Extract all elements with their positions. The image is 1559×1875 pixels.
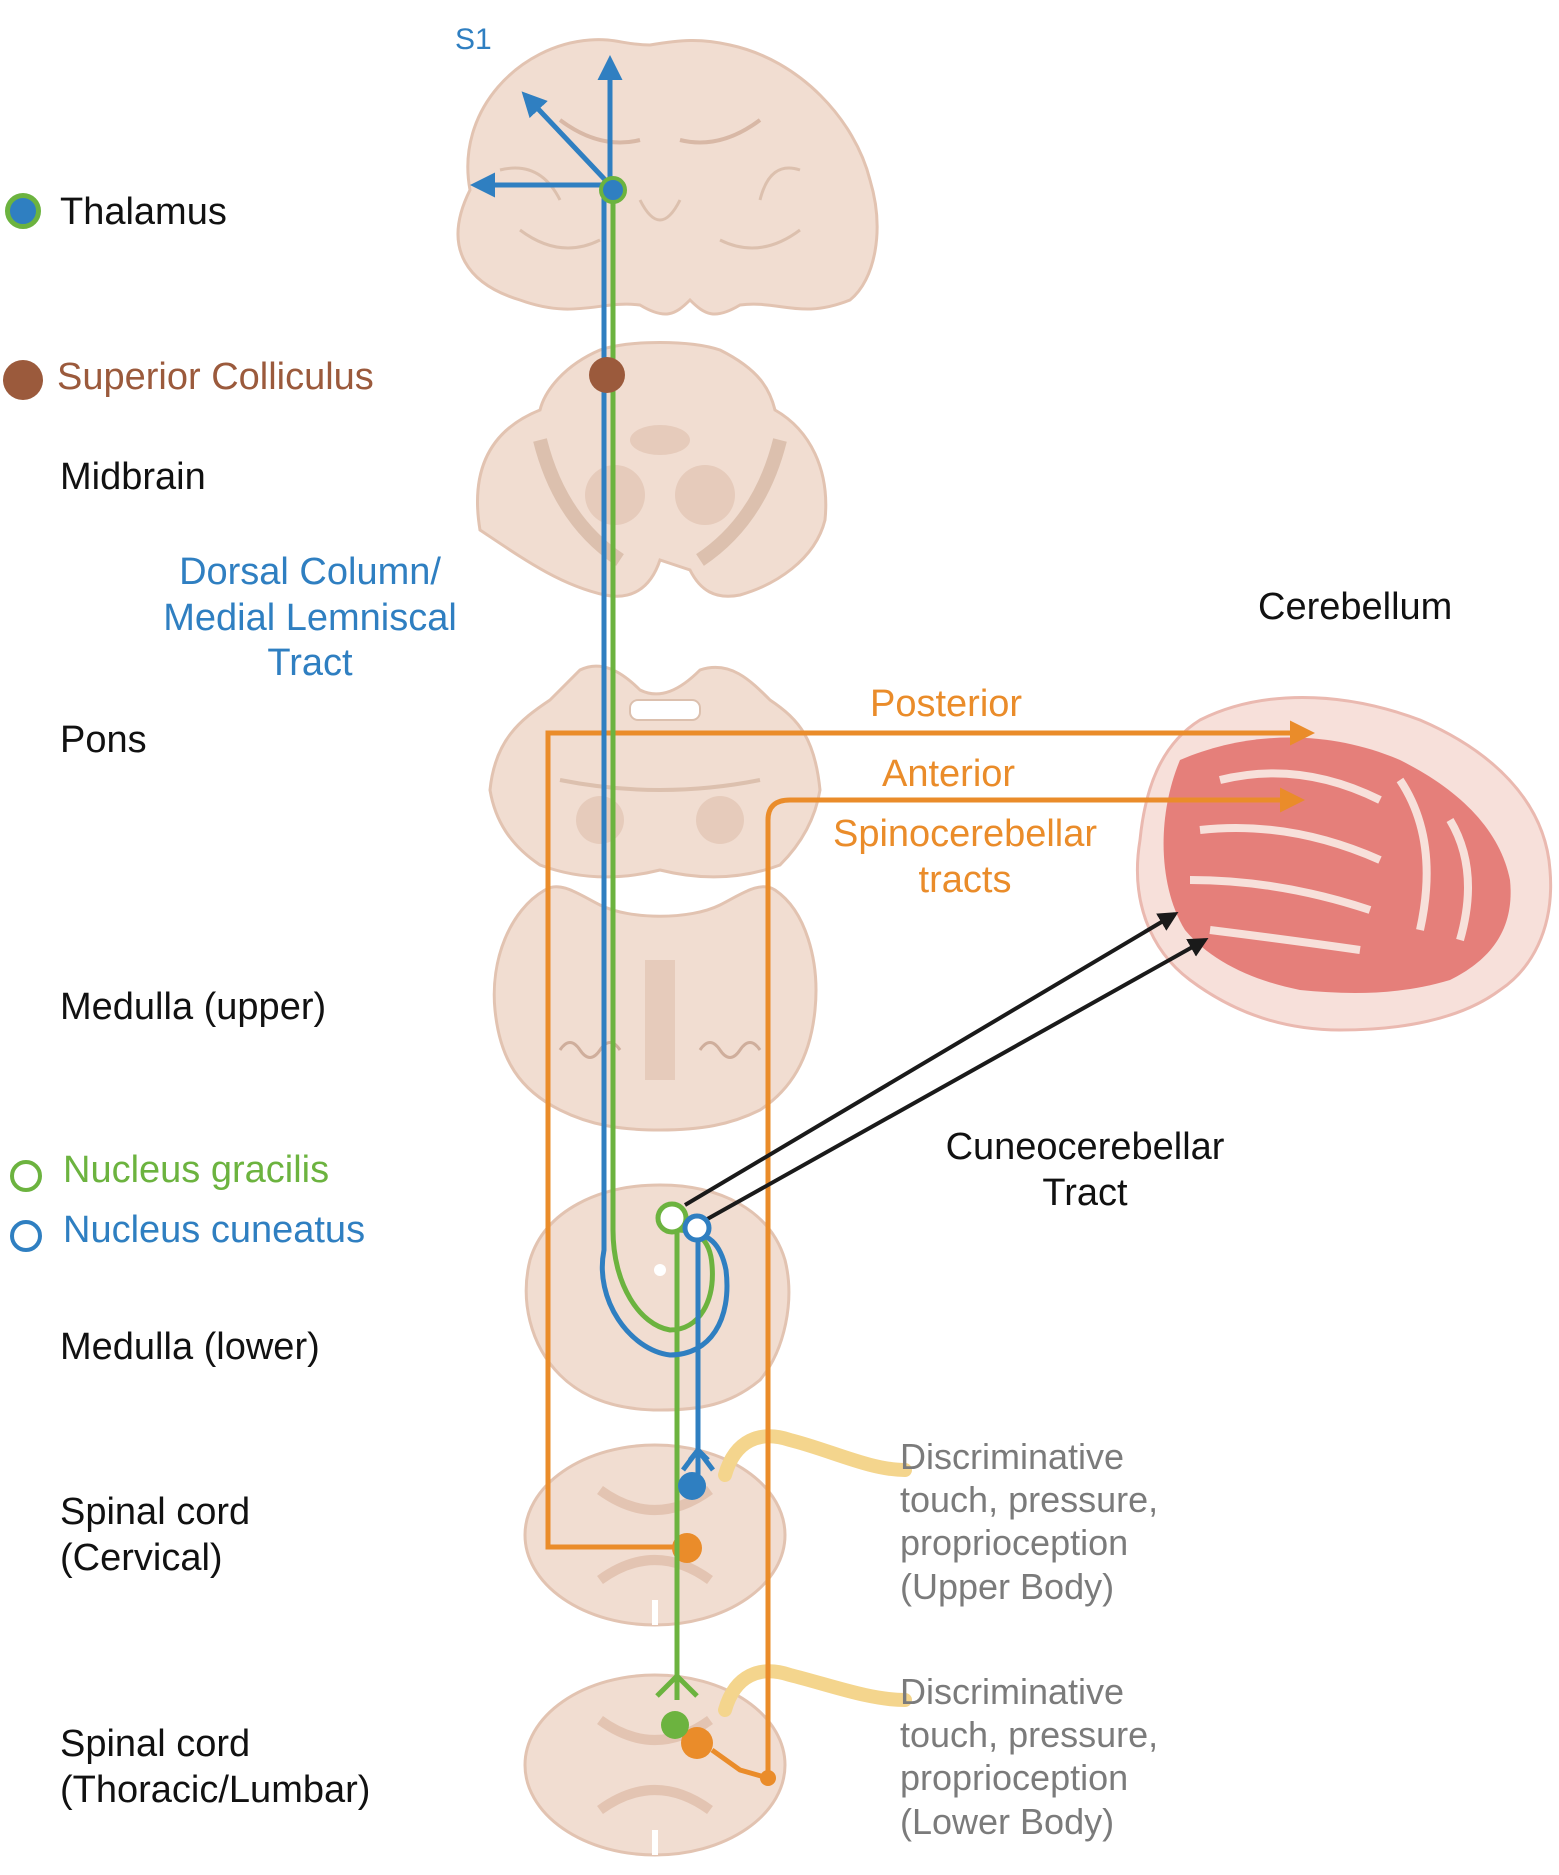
thalamus-legend-dot xyxy=(5,193,41,229)
thalamus-label: Thalamus xyxy=(60,191,227,233)
midbrain-section xyxy=(476,341,828,598)
cerebellum-label: Cerebellum xyxy=(1258,586,1453,628)
nucleus-gracilis-label: Nucleus gracilis xyxy=(63,1149,330,1191)
midbrain-label: Midbrain xyxy=(60,456,206,498)
nucleus-cuneatus-label: Nucleus cuneatus xyxy=(63,1209,366,1251)
spinal-thoracic-label: Spinal cord (Thoracic/Lumbar) xyxy=(60,1723,371,1811)
posterior-spinocerebellar-path xyxy=(545,720,1315,1550)
spinal-cervical-label: Spinal cord (Cervical) xyxy=(60,1491,251,1579)
pons-section xyxy=(488,664,822,879)
nucleus-cuneatus-legend-dot xyxy=(10,1220,42,1252)
posterior-label: Posterior xyxy=(870,683,1023,725)
coronal-brain-section xyxy=(456,38,879,316)
medulla-lower-label: Medulla (lower) xyxy=(60,1326,320,1368)
spinocerebellar-label: Spinocerebellar tracts xyxy=(832,813,1098,901)
cuneocerebellar-label: Cuneocerebellar Tract xyxy=(945,1126,1225,1214)
dorsal-column-label: Dorsal Column/ Medial Lemniscal Tract xyxy=(163,551,457,685)
medulla-upper-section xyxy=(492,885,818,1132)
cuneocerebellar-arrows xyxy=(683,911,1209,1224)
s1-label: S1 xyxy=(455,23,492,56)
superior-colliculus-legend-dot xyxy=(3,360,43,400)
s1-arrow-diagonal xyxy=(521,91,612,187)
sensory-upper-label: Discriminative touch, pressure, proprioc… xyxy=(900,1436,1159,1607)
nucleus-gracilis-legend-dot xyxy=(10,1160,42,1192)
dcml-pathway xyxy=(470,55,730,1500)
anterior-label: Anterior xyxy=(882,753,1016,795)
cervical-spinal-section xyxy=(523,1443,787,1627)
cerebellum-illustration xyxy=(1135,696,1553,1032)
superior-colliculus-label: Superior Colliculus xyxy=(57,356,374,398)
pons-label: Pons xyxy=(60,719,147,761)
medulla-upper-label: Medulla (upper) xyxy=(60,986,327,1028)
sensory-afferents xyxy=(718,1429,912,1717)
anterior-spinocerebellar-path xyxy=(765,787,1305,1778)
thoracic-spinal-section xyxy=(523,1673,787,1857)
thalamus-node xyxy=(599,176,627,204)
thoracic-spinocerebellar-neuron xyxy=(681,1727,713,1759)
sensory-lower-label: Discriminative touch, pressure, proprioc… xyxy=(900,1671,1159,1842)
superior-colliculus-node xyxy=(589,357,625,393)
medulla-lower-section xyxy=(524,1183,791,1412)
